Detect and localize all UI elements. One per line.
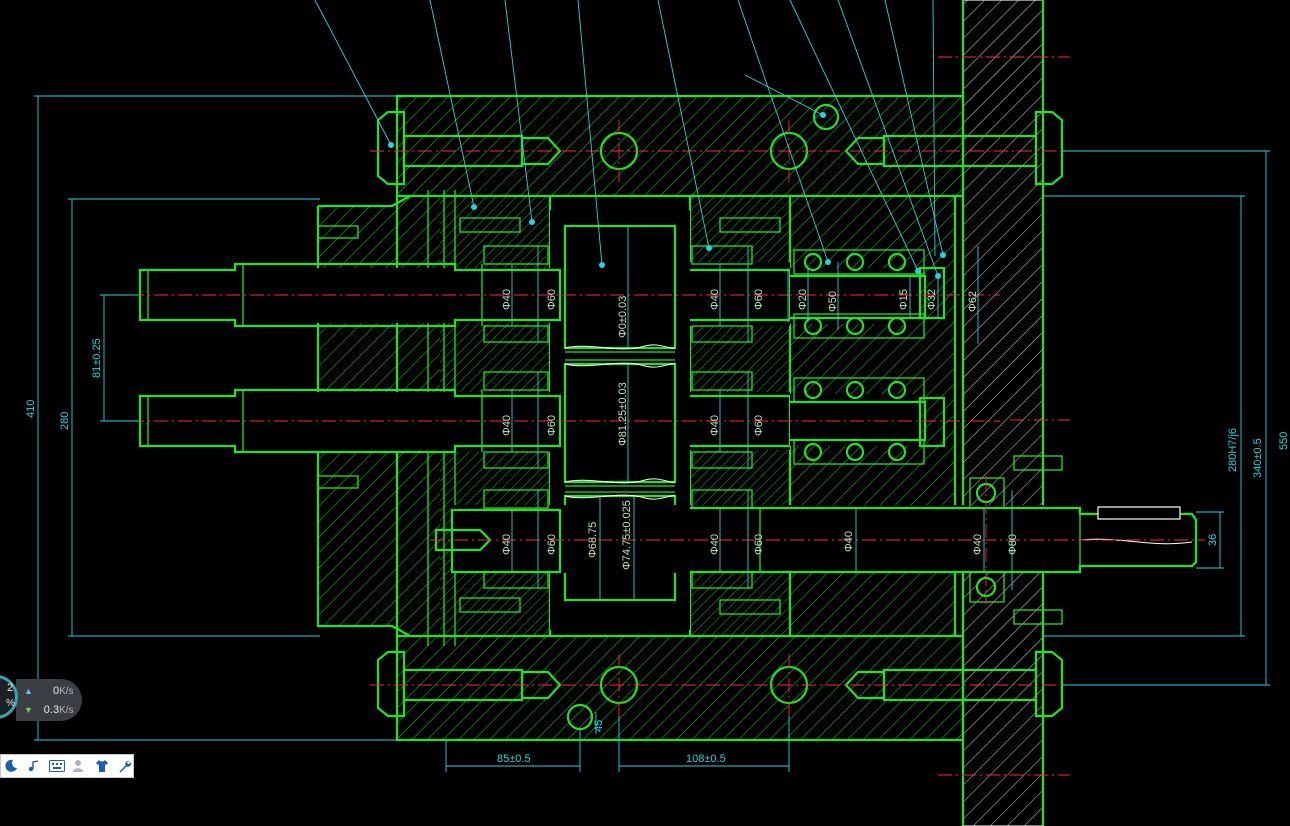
upload-arrow-icon: ▲ [24,686,33,696]
ring-percent: % [6,698,15,709]
dim-overall-height: 410 [25,400,37,418]
dim-sh3-d40-left: Φ40 [501,534,513,555]
network-speed-panel: ▲ 0K/s ▼ 0.3K/s [16,679,82,721]
dim-sh1-d60-left: Φ60 [546,289,558,310]
keyboard-icon[interactable] [48,758,65,775]
dimension-texts: 410 280 81±0.25 280H7/j6 340±0.5 550 36 … [25,289,1290,765]
download-value: 0.3 [43,704,60,716]
dim-left-spacing: 85±0.5 [497,753,531,765]
dim-fit-280: 280H7/j6 [1227,428,1239,472]
network-speed-widget[interactable]: ▲ 0K/s ▼ 0.3K/s 2 % [0,675,82,723]
shaft-middle[interactable] [138,388,927,454]
dim-sh3-d60-right: Φ60 [753,534,765,555]
dim-flange-height: 280 [59,412,71,430]
dim-sh1-d20: Φ20 [797,289,809,310]
wrench-icon[interactable] [116,758,133,775]
dim-gear-mid: Φ81.25±0.03 [617,382,629,446]
dim-sh3-d40-mid: Φ40 [843,531,855,552]
dim-small-45: 45 [593,720,605,732]
leader-lines [314,0,946,279]
upload-unit: K/s [59,686,74,697]
dim-sh2-d60-right: Φ60 [753,415,765,436]
dim-sh1-d40-right: Φ40 [709,289,721,310]
dim-gear-top: Φ0±0.03 [617,296,629,338]
moon-icon[interactable] [3,758,20,775]
dim-sh3-d40-right: Φ40 [709,534,721,555]
dim-sh1-d50: Φ50 [827,291,839,312]
shaft-top[interactable] [138,262,927,328]
dim-gear-bot-b: Φ74.75±0.025 [621,500,633,570]
dim-sh2-d40-left: Φ40 [501,415,513,436]
dim-sh3-d40-r2: Φ40 [972,534,984,555]
dim-sh1-d62: Φ62 [967,291,979,312]
dim-sh2-d40-right: Φ40 [709,415,721,436]
mounting-wall [938,0,1070,826]
download-arrow-icon: ▼ [24,705,33,715]
shirt-icon[interactable] [94,758,111,775]
user-icon[interactable] [71,758,88,775]
center-lines [130,120,1205,716]
dim-gear-bot-a: Φ68.75 [587,522,599,558]
download-speed: ▼ 0.3K/s [24,704,74,716]
dim-shaft-spacing: 81±0.25 [91,338,103,378]
dim-sh1-d60-right: Φ60 [753,289,765,310]
dim-sh3-d60-left: Φ60 [546,534,558,555]
dim-sh2-d60-left: Φ60 [546,415,558,436]
dim-bolt-spacing: 340±0.5 [1252,438,1264,478]
upload-value: 0 [52,685,60,697]
dim-sh1-d40-left: Φ40 [501,289,513,310]
dim-overall-right: 550 [1278,432,1290,450]
dim-sh1-d15: Φ15 [898,289,910,310]
upload-speed: ▲ 0K/s [24,685,74,697]
download-unit: K/s [59,705,74,716]
dim-keyway-36: 36 [1207,534,1219,546]
dim-sh1-d32: Φ32 [926,289,938,310]
ring-digit: 2 [7,682,14,694]
dim-right-spacing: 108±0.5 [686,753,726,765]
dimension-lines [34,95,1270,772]
dim-sh3-d80: Φ80 [1007,534,1019,555]
tray-toolbar [0,754,134,778]
shaft-output[interactable] [450,505,1198,574]
notes-icon[interactable] [26,758,43,775]
